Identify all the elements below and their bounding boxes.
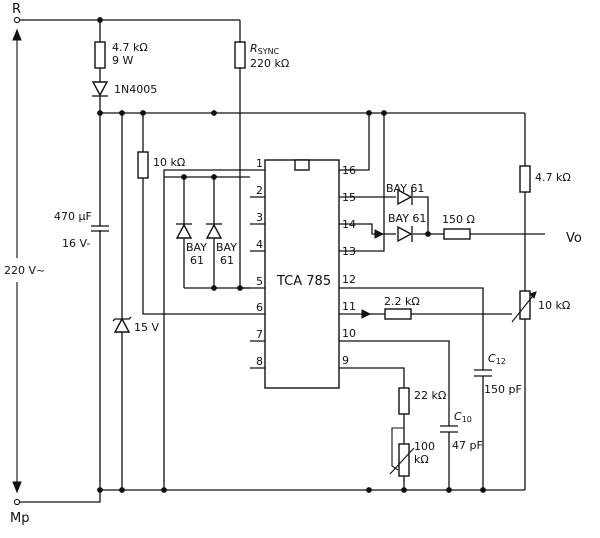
svg-text:4.7 kΩ: 4.7 kΩ [535, 171, 571, 184]
svg-text:6: 6 [256, 301, 263, 314]
capacitor-c10-47pf: C10 47 pF [440, 410, 483, 452]
svg-text:15: 15 [342, 191, 356, 204]
svg-text:8: 8 [256, 355, 263, 368]
svg-text:47 pF: 47 pF [452, 439, 483, 452]
svg-text:100: 100 [414, 440, 435, 453]
capacitor-470uf: 470 µF 16 V- [54, 210, 109, 250]
node-label-r: R [12, 2, 21, 17]
svg-text:61: 61 [220, 254, 234, 267]
output-label-vo: Vo [566, 231, 582, 246]
svg-text:14: 14 [342, 218, 356, 231]
svg-text:9 W: 9 W [112, 54, 133, 67]
diode-bay61-right: BAY 61 [205, 223, 237, 267]
resistor-22k: 22 kΩ [398, 387, 446, 415]
diode-bay61-pin15: BAY 61 [386, 182, 424, 206]
svg-text:10 kΩ: 10 kΩ [538, 299, 570, 312]
svg-text:10: 10 [342, 327, 356, 340]
svg-text:3: 3 [256, 211, 263, 224]
diode-1n4005: 1N4005 [91, 81, 157, 97]
svg-text:1N4005: 1N4005 [114, 83, 157, 96]
svg-text:10 kΩ: 10 kΩ [153, 156, 185, 169]
svg-text:RSYNC: RSYNC [250, 42, 280, 56]
supply-voltage-label: 220 V~ [4, 264, 45, 277]
node-label-mp: Mp [10, 511, 29, 526]
svg-text:11: 11 [342, 300, 356, 313]
svg-text:BAY 61: BAY 61 [386, 182, 424, 195]
resistor-150-ohm: 150 Ω [442, 213, 475, 240]
capacitor-c12-150pf: C12 150 pF [474, 352, 522, 396]
resistor-2k2: 2.2 kΩ [384, 295, 420, 320]
zener-diode-15v: 15 V [112, 316, 159, 334]
potentiometer-100k: 100 kΩ [389, 427, 435, 477]
ic-label: TCA 785 [276, 274, 331, 289]
svg-text:7: 7 [256, 328, 263, 341]
svg-text:16: 16 [342, 164, 356, 177]
svg-text:61: 61 [190, 254, 204, 267]
resistor-rsync-220k: RSYNC 220 kΩ [234, 41, 289, 70]
svg-text:C12: C12 [488, 352, 506, 366]
resistor-4k7-right: 4.7 kΩ [519, 165, 571, 193]
terminal-mp: Mp [10, 498, 29, 526]
svg-text:2.2 kΩ: 2.2 kΩ [384, 295, 420, 308]
supply-voltage-arrow: 220 V~ [4, 28, 45, 494]
svg-text:12: 12 [342, 273, 356, 286]
svg-text:13: 13 [342, 245, 356, 258]
resistor-4k7-9w: 4.7 kΩ 9 W [94, 41, 148, 69]
svg-text:4: 4 [256, 238, 263, 251]
svg-text:4.7 kΩ: 4.7 kΩ [112, 41, 148, 54]
svg-text:470 µF: 470 µF [54, 210, 92, 223]
svg-text:C10: C10 [454, 410, 472, 424]
svg-text:9: 9 [342, 354, 349, 367]
svg-text:220 kΩ: 220 kΩ [250, 57, 289, 70]
svg-text:kΩ: kΩ [414, 453, 429, 466]
diode-bay61-left: BAY 61 [175, 223, 207, 267]
svg-text:BAY: BAY [186, 241, 207, 254]
svg-text:16 V-: 16 V- [62, 237, 90, 250]
diode-bay61-pin14: BAY 61 [388, 212, 426, 243]
svg-text:BAY: BAY [216, 241, 237, 254]
svg-text:1: 1 [256, 157, 263, 170]
svg-text:15 V: 15 V [134, 321, 159, 334]
resistor-10k-left: 10 kΩ [137, 151, 185, 179]
svg-text:150 pF: 150 pF [484, 383, 522, 396]
terminal-r: R [12, 2, 21, 24]
svg-text:BAY 61: BAY 61 [388, 212, 426, 225]
svg-text:22 kΩ: 22 kΩ [414, 389, 446, 402]
potentiometer-10k: 10 kΩ [511, 290, 570, 323]
ic-tca785: TCA 785 1 2 3 4 5 6 7 8 16 15 14 13 12 1… [250, 157, 356, 389]
svg-text:150 Ω: 150 Ω [442, 213, 475, 226]
svg-text:2: 2 [256, 184, 263, 197]
svg-text:5: 5 [256, 275, 263, 288]
